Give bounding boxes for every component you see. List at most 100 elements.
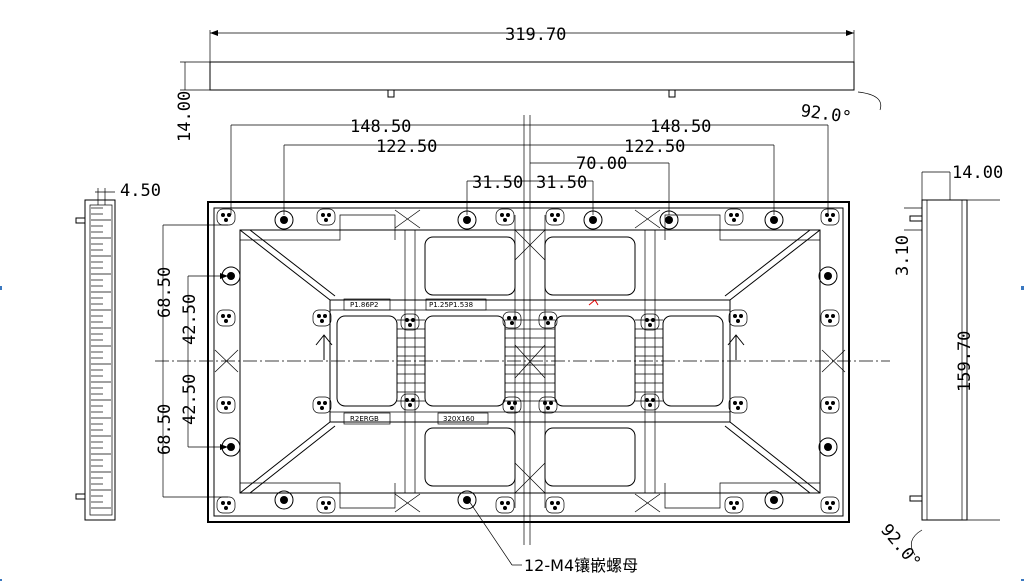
- boss-lug: [216, 396, 236, 414]
- boss-lug: [502, 396, 522, 414]
- boss-dot: [828, 506, 832, 510]
- boss-lug: [640, 313, 660, 331]
- boss-dot: [224, 319, 228, 323]
- dim-offset-70: 70.00: [576, 154, 627, 174]
- boss-dot: [550, 501, 554, 505]
- mounting-hole: [221, 266, 241, 286]
- nut-note: 12-M4镶嵌螺母: [524, 556, 638, 575]
- pitch-tag-2-box: [425, 298, 487, 311]
- mounting-hole: [274, 490, 294, 510]
- mounting-hole: [221, 437, 241, 457]
- boss-dot: [543, 316, 547, 320]
- dim-overall-height: 159.70: [955, 331, 975, 392]
- mounting-hole-core: [463, 216, 471, 224]
- boss-dot: [513, 316, 517, 320]
- boss-lug: [538, 396, 558, 414]
- dim-half-span-left: 148.50: [350, 117, 411, 137]
- boss-dot: [327, 501, 331, 505]
- dim-side-offset: 4.50: [120, 181, 161, 201]
- boss-dot: [828, 406, 832, 410]
- boss-dot: [507, 401, 511, 405]
- boss-lug: [312, 309, 332, 327]
- mounting-hole-core: [280, 216, 288, 224]
- boss-dot: [736, 406, 740, 410]
- boss-dot: [729, 501, 733, 505]
- boss-dot: [828, 319, 832, 323]
- boss-dot: [733, 401, 737, 405]
- page-corner-marks: [0, 286, 1024, 581]
- boss-dot: [825, 314, 829, 318]
- boss-dot: [510, 406, 514, 410]
- mounting-hole: [818, 266, 838, 286]
- right-side-view: [904, 171, 1000, 556]
- pitch-tag-1-box: [343, 298, 391, 311]
- mounting-hole: [818, 437, 838, 457]
- boss-dot: [405, 398, 409, 402]
- boss-dot: [651, 398, 655, 402]
- boss-dot: [317, 401, 321, 405]
- boss-dot: [224, 406, 228, 410]
- boss-dot: [549, 316, 553, 320]
- dim-center-left: 31.50: [472, 173, 523, 193]
- boss-dot: [321, 213, 325, 217]
- boss-lug: [316, 208, 336, 226]
- mounting-hole-core: [589, 216, 597, 224]
- boss-dot: [408, 323, 412, 327]
- boss-dot: [828, 218, 832, 222]
- boss-dot: [503, 506, 507, 510]
- boss-dot: [224, 218, 228, 222]
- boss-dot: [317, 314, 321, 318]
- mounting-hole: [659, 210, 679, 230]
- dim-left-upper-inner: 42.50: [180, 294, 200, 345]
- mounting-hole-core: [824, 272, 832, 280]
- boss-dot: [825, 213, 829, 217]
- dim-right-depth: 14.00: [952, 163, 1003, 183]
- boss-dot: [645, 318, 649, 322]
- dim-left-lower-inner: 42.50: [180, 374, 200, 425]
- boss-dot: [831, 314, 835, 318]
- mounting-hole-core: [824, 443, 832, 451]
- nut-callout-leader: [466, 497, 522, 566]
- boss-lug: [316, 496, 336, 514]
- pitch-tag-2: P1.25P1.538: [429, 301, 473, 309]
- boss-dot: [503, 218, 507, 222]
- size-tag: 320X160: [443, 415, 475, 423]
- pitch-tag-1: P1.86P2: [350, 301, 378, 309]
- boss-dot: [324, 506, 328, 510]
- boss-dot: [323, 401, 327, 405]
- boss-dot: [405, 318, 409, 322]
- boss-lug: [820, 496, 840, 514]
- boss-dot: [651, 318, 655, 322]
- boss-lug: [216, 496, 236, 514]
- boss-lug: [495, 496, 515, 514]
- dim-right-pin: 3.10: [893, 235, 913, 276]
- mounting-hole: [764, 210, 784, 230]
- dim-inner-span-right: 122.50: [624, 137, 685, 157]
- mounting-hole: [274, 210, 294, 230]
- boss-dot: [500, 501, 504, 505]
- boss-dot: [321, 501, 325, 505]
- dim-center-right: 31.50: [536, 173, 587, 193]
- boss-dot: [732, 218, 736, 222]
- dim-angle-bottom: 92.0°: [876, 520, 924, 572]
- dim-overall-length: 319.70: [505, 25, 566, 45]
- boss-dot: [510, 321, 514, 325]
- boss-lug: [400, 313, 420, 331]
- mounting-hole: [457, 490, 477, 510]
- mounting-hole-core: [770, 496, 778, 504]
- boss-dot: [553, 218, 557, 222]
- boss-dot: [506, 501, 510, 505]
- boss-dot: [227, 501, 231, 505]
- boss-dot: [732, 506, 736, 510]
- boss-lug: [724, 496, 744, 514]
- boss-lug: [216, 208, 236, 226]
- boss-dot: [831, 501, 835, 505]
- boss-dot: [825, 401, 829, 405]
- boss-dot: [546, 321, 550, 325]
- boss-dot: [549, 401, 553, 405]
- boss-dot: [736, 319, 740, 323]
- boss-lug: [728, 396, 748, 414]
- left-side-view: [75, 188, 116, 521]
- boss-lug: [724, 208, 744, 226]
